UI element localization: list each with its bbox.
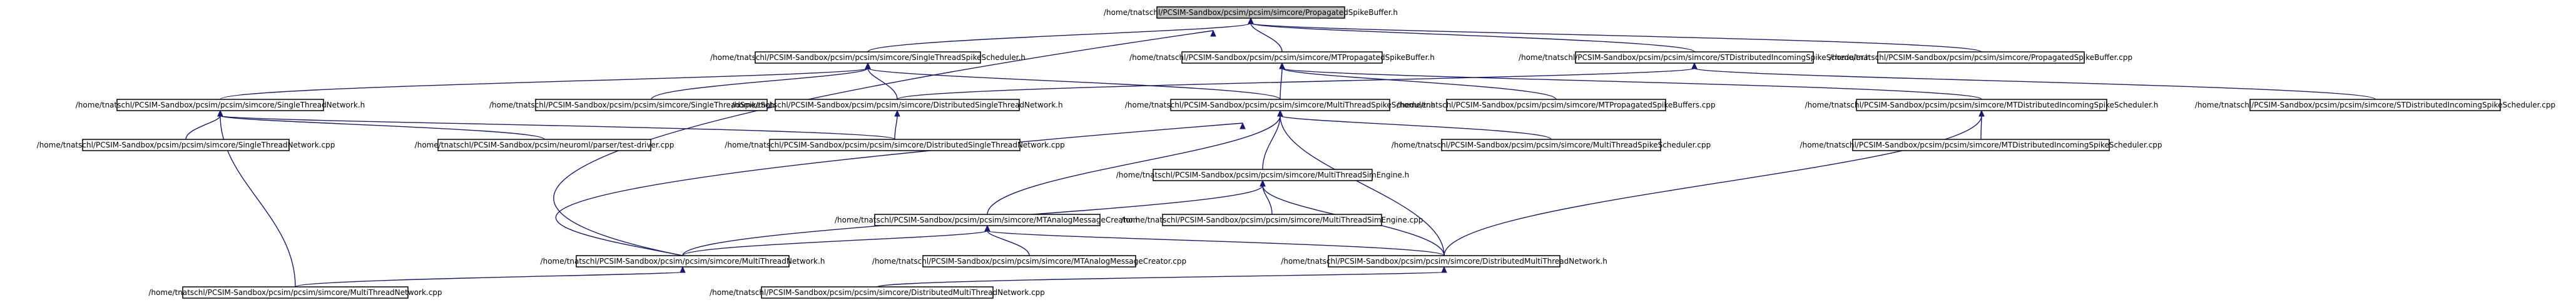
- file-node-label: /home/tnatschl/PCSIM-Sandbox/pcsim/pcsim…: [725, 141, 1064, 149]
- file-node-label: /home/tnatschl/PCSIM-Sandbox/pcsim/pcsim…: [731, 101, 1062, 109]
- edge-n22-to-n10: [1443, 109, 1985, 256]
- file-node-n1[interactable]: /home/tnatschl/PCSIM-Sandbox/pcsim/pcsim…: [710, 51, 1026, 64]
- edge-n14-to-n7: [894, 109, 900, 140]
- file-node-label: /home/tnatschl/PCSIM-Sandbox/pcsim/pcsim…: [1129, 53, 1435, 62]
- file-node-label: /home/tnatschl/PCSIM-Sandbox/pcsim/pcsim…: [835, 216, 1140, 224]
- file-node-n10[interactable]: /home/tnatschl/PCSIM-Sandbox/pcsim/pcsim…: [1805, 99, 2159, 111]
- file-node-label: /home/tnatschl/PCSIM-Sandbox/pcsim/pcsim…: [1397, 101, 1715, 109]
- file-node-label: /home/tnatschl/PCSIM-Sandbox/pcsim/pcsim…: [1800, 141, 2162, 149]
- file-node-n7[interactable]: /home/tnatschl/PCSIM-Sandbox/pcsim/pcsim…: [731, 99, 1063, 111]
- file-node-n17[interactable]: /home/tnatschl/PCSIM-Sandbox/pcsim/pcsim…: [1116, 169, 1410, 181]
- edge-n14-to-n5: [217, 109, 895, 140]
- file-node-n22[interactable]: /home/tnatschl/PCSIM-Sandbox/pcsim/pcsim…: [1281, 255, 1607, 268]
- file-node-n11[interactable]: /home/tnatschl/PCSIM-Sandbox/pcsim/pcsim…: [2195, 99, 2555, 111]
- edge-n22-to-n18: [984, 224, 1445, 256]
- file-node-n6[interactable]: /home/tnatschl/PCSIM-Sandbox/pcsim/pcsim…: [489, 99, 813, 111]
- edge-n22-to-n8: [1277, 109, 1445, 256]
- edge-n15-to-n8: [1277, 109, 1552, 140]
- edge-n13-to-n5: [217, 109, 545, 140]
- edge-n17-to-n8: [1262, 109, 1283, 170]
- edge-n6-to-n1: [651, 62, 871, 100]
- file-node-n9[interactable]: /home/tnatschl/PCSIM-Sandbox/pcsim/pcsim…: [1397, 99, 1716, 111]
- nodes-layer: /home/tnatschl/PCSIM-Sandbox/pcsim/pcsim…: [37, 6, 2555, 299]
- file-node-label: /home/tnatschl/PCSIM-Sandbox/pcsim/pcsim…: [1121, 216, 1423, 224]
- file-node-label: /home/tnatschl/PCSIM-Sandbox/pcsim/pcsim…: [1830, 53, 2132, 62]
- edge-n24-to-n22: [877, 266, 1447, 288]
- file-node-label: /home/tnatschl/PCSIM-Sandbox/pcsim/pcsim…: [710, 288, 1045, 297]
- file-node-label: /home/tnatschl/PCSIM-Sandbox/pcsim/pcsim…: [1519, 53, 1870, 62]
- file-node-n3[interactable]: /home/tnatschl/PCSIM-Sandbox/pcsim/pcsim…: [1519, 51, 1870, 64]
- file-node-label: /home/tnatschl/PCSIM-Sandbox/pcsim/pcsim…: [489, 101, 813, 109]
- edge-n7-to-n3: [897, 62, 1698, 100]
- edge-n20-to-n8: [555, 122, 1246, 256]
- edge-n8-to-n1: [865, 62, 1281, 100]
- file-node-label: /home/tnatschl/PCSIM-Sandbox/pcsim/pcsim…: [1392, 141, 1711, 149]
- file-node-label: /home/tnatschl/PCSIM-Sandbox/pcsim/pcsim…: [1805, 101, 2159, 109]
- file-node-n18[interactable]: /home/tnatschl/PCSIM-Sandbox/pcsim/pcsim…: [835, 214, 1140, 226]
- edge-n4-to-n0: [1248, 17, 1982, 52]
- edge-n3-to-n0: [1248, 17, 1695, 52]
- edge-n10-to-n2: [1279, 62, 1982, 100]
- edge-n20-to-n18: [682, 224, 990, 256]
- file-node-n20[interactable]: /home/tnatschl/PCSIM-Sandbox/pcsim/pcsim…: [541, 255, 825, 268]
- file-node-label: /home/tnatschl/PCSIM-Sandbox/pcsim/pcsim…: [872, 257, 1186, 266]
- file-node-label: /home/tnatschl/PCSIM-Sandbox/pcsim/pcsim…: [37, 141, 335, 149]
- file-node-n19[interactable]: /home/tnatschl/PCSIM-Sandbox/pcsim/pcsim…: [1121, 214, 1423, 226]
- file-node-label: /home/tnatschl/PCSIM-Sandbox/pcsim/pcsim…: [1116, 171, 1410, 179]
- file-node-label: /home/tnatschl/PCSIM-Sandbox/pcsim/pcsim…: [1125, 101, 1435, 109]
- file-node-label: /home/tnatschl/PCSIM-Sandbox/pcsim/pcsim…: [148, 288, 442, 297]
- file-node-n5[interactable]: /home/tnatschl/PCSIM-Sandbox/pcsim/pcsim…: [76, 99, 365, 111]
- file-node-label: /home/tnatschl/PCSIM-Sandbox/pcsim/pcsim…: [710, 53, 1026, 62]
- file-node-n24[interactable]: /home/tnatschl/PCSIM-Sandbox/pcsim/pcsim…: [710, 286, 1045, 299]
- file-node-label: /home/tnatschl/PCSIM-Sandbox/pcsim/pcsim…: [1104, 8, 1398, 17]
- edges-layer: [185, 17, 2376, 288]
- file-node-n0[interactable]: /home/tnatschl/PCSIM-Sandbox/pcsim/pcsim…: [1104, 6, 1398, 19]
- edge-n1-to-n0: [867, 17, 1254, 52]
- edge-n12-to-n5: [185, 109, 223, 140]
- edge-n18-to-n8: [987, 109, 1283, 215]
- edge-n23-to-n5: [217, 109, 296, 288]
- edge-n21-to-n18: [984, 224, 1030, 256]
- file-node-label: /home/tnatschl/PCSIM-Sandbox/pcsim/pcsim…: [2195, 101, 2555, 109]
- file-node-label: /home/tnatschl/PCSIM-Sandbox/pcsim/pcsim…: [541, 257, 825, 266]
- file-node-n2[interactable]: /home/tnatschl/PCSIM-Sandbox/pcsim/pcsim…: [1129, 51, 1435, 64]
- file-node-label: /home/tnatschl/PCSIM-Sandbox/pcsim/pcsim…: [1281, 257, 1607, 266]
- file-node-n16[interactable]: /home/tnatschl/PCSIM-Sandbox/pcsim/pcsim…: [1800, 139, 2162, 151]
- file-node-n21[interactable]: /home/tnatschl/PCSIM-Sandbox/pcsim/pcsim…: [872, 255, 1186, 268]
- file-node-n15[interactable]: /home/tnatschl/PCSIM-Sandbox/pcsim/pcsim…: [1392, 139, 1711, 151]
- file-node-label: /home/tnatschl/PCSIM-Sandbox/pcsim/neuro…: [415, 141, 675, 149]
- file-node-n14[interactable]: /home/tnatschl/PCSIM-Sandbox/pcsim/pcsim…: [725, 139, 1065, 151]
- edge-n5-to-n1: [220, 62, 871, 100]
- file-node-n4[interactable]: /home/tnatschl/PCSIM-Sandbox/pcsim/pcsim…: [1830, 51, 2132, 64]
- file-node-label: /home/tnatschl/PCSIM-Sandbox/pcsim/pcsim…: [76, 101, 365, 109]
- file-node-n8[interactable]: /home/tnatschl/PCSIM-Sandbox/pcsim/pcsim…: [1125, 99, 1435, 111]
- file-node-n13[interactable]: /home/tnatschl/PCSIM-Sandbox/pcsim/neuro…: [415, 139, 675, 151]
- file-node-n23[interactable]: /home/tnatschl/PCSIM-Sandbox/pcsim/pcsim…: [148, 286, 442, 299]
- edge-n20-to-n0: [553, 29, 1216, 256]
- edge-n11-to-n3: [1691, 62, 2376, 100]
- edge-n23-to-n20: [295, 266, 686, 288]
- file-node-n12[interactable]: /home/tnatschl/PCSIM-Sandbox/pcsim/pcsim…: [37, 139, 335, 151]
